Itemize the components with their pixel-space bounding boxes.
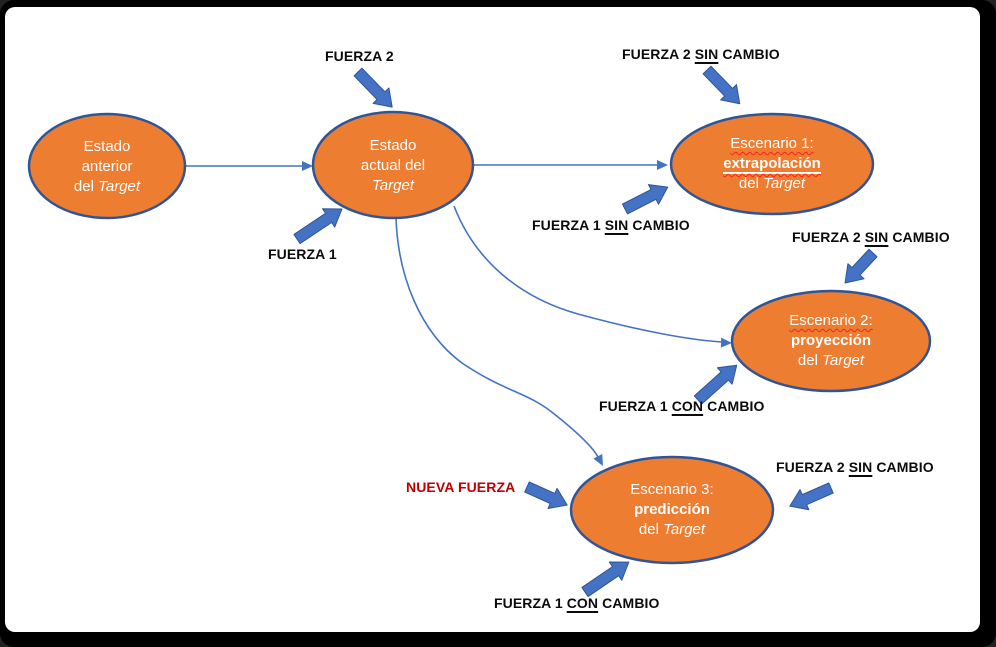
node-escenario-2-label: Escenario 2: proyección del Target xyxy=(789,312,873,369)
fuerza-2-sin-cambio-esc2-arrow xyxy=(844,248,878,284)
arrowhead-to-actual xyxy=(302,161,313,171)
node-escenario-1 xyxy=(669,112,875,216)
node-escenario-3-label: Escenario 3: predicción del Target xyxy=(630,481,714,538)
arrowhead-to-escenario2 xyxy=(720,337,732,348)
node-estado-anterior-label: Estado anterior del Target xyxy=(73,138,141,195)
label-fuerza-2: FUERZA 2 xyxy=(325,48,394,64)
connector-actual-to-escenario2 xyxy=(453,205,723,343)
fuerza-1-arrow xyxy=(293,208,343,245)
node-estado-anterior xyxy=(27,112,187,220)
label-fuerza-1-con-cambio-esc2: FUERZA 1 CON CAMBIO xyxy=(599,398,765,414)
arrowhead-to-escenario1 xyxy=(657,160,668,170)
node-escenario-3 xyxy=(569,455,775,565)
node-escenario-2 xyxy=(730,289,932,393)
label-fuerza-1: FUERZA 1 xyxy=(268,246,337,262)
fuerza-2-sin-cambio-esc3-arrow xyxy=(789,482,834,511)
label-fuerza-2-sin-cambio-esc2: FUERZA 2 SIN CAMBIO xyxy=(792,229,950,245)
fuerza-1-con-cambio-esc3-arrow xyxy=(581,561,630,598)
fuerza-2-sin-cambio-esc1-arrow xyxy=(702,65,741,105)
fuerza-1-con-cambio-esc2-arrow xyxy=(693,364,738,405)
node-estado-actual xyxy=(311,110,475,220)
label-fuerza-1-con-cambio-esc3: FUERZA 1 CON CAMBIO xyxy=(494,595,660,611)
fuerza-2-arrow xyxy=(353,67,393,108)
node-escenario-1-label: Escenario 1: extrapolación del Target xyxy=(723,135,821,192)
label-fuerza-1-sin-cambio-esc1: FUERZA 1 SIN CAMBIO xyxy=(532,217,690,233)
node-estado-actual-label: Estado actual del Target xyxy=(360,137,426,194)
arrowhead-to-escenario3 xyxy=(593,453,603,466)
connector-actual-to-escenario3 xyxy=(395,217,599,458)
label-nueva-fuerza: NUEVA FUERZA xyxy=(406,479,516,495)
nueva-fuerza-arrow xyxy=(524,481,568,510)
label-fuerza-2-sin-cambio-esc1: FUERZA 2 SIN CAMBIO xyxy=(622,46,780,62)
fuerza-1-sin-cambio-esc1-arrow xyxy=(621,184,669,215)
label-fuerza-2-sin-cambio-esc3: FUERZA 2 SIN CAMBIO xyxy=(776,459,934,475)
